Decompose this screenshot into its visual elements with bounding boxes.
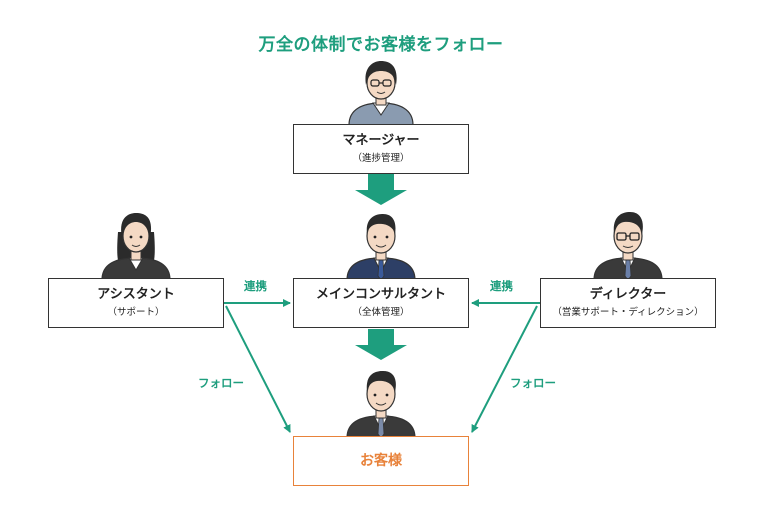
edge-label-director-to-main: 連携 — [490, 279, 513, 293]
customer-role-label: お客様 — [360, 452, 402, 469]
customer-person-icon — [346, 371, 416, 438]
edge-label-director-to-customer: フォロー — [510, 376, 556, 390]
main-consultant-role-label: メインコンサルタント — [315, 286, 446, 302]
main-consultant-box: メインコンサルタント （全体管理） — [293, 278, 469, 328]
director-role-label: ディレクター — [589, 286, 667, 302]
manager-person-icon — [348, 61, 414, 125]
diagram-title: 万全の体制でお客様をフォロー — [258, 35, 504, 55]
edge-label-assistant-to-customer: フォロー — [198, 376, 244, 390]
block-arrow-manager-to-main — [355, 174, 407, 205]
assistant-role-label: アシスタント — [97, 286, 175, 302]
main-consultant-sub-label: （全体管理） — [352, 306, 410, 318]
manager-box: マネージャー （進捗管理） — [293, 124, 469, 174]
director-sub-label: （営業サポート・ディレクション） — [552, 306, 704, 318]
customer-box: お客様 — [293, 436, 469, 486]
assistant-person-icon — [101, 213, 171, 280]
block-arrow-main-to-customer — [355, 329, 407, 360]
assistant-box: アシスタント （サポート） — [48, 278, 224, 328]
main-consultant-person-icon — [346, 214, 416, 280]
arrow-director-to-customer — [471, 305, 538, 433]
arrow-assistant-to-customer — [225, 305, 291, 433]
director-person-icon — [593, 212, 663, 280]
director-box: ディレクター （営業サポート・ディレクション） — [540, 278, 716, 328]
edge-label-assistant-to-main: 連携 — [244, 279, 267, 293]
manager-role-label: マネージャー — [342, 132, 420, 148]
manager-sub-label: （進捗管理） — [352, 152, 410, 164]
assistant-sub-label: （サポート） — [107, 306, 165, 318]
